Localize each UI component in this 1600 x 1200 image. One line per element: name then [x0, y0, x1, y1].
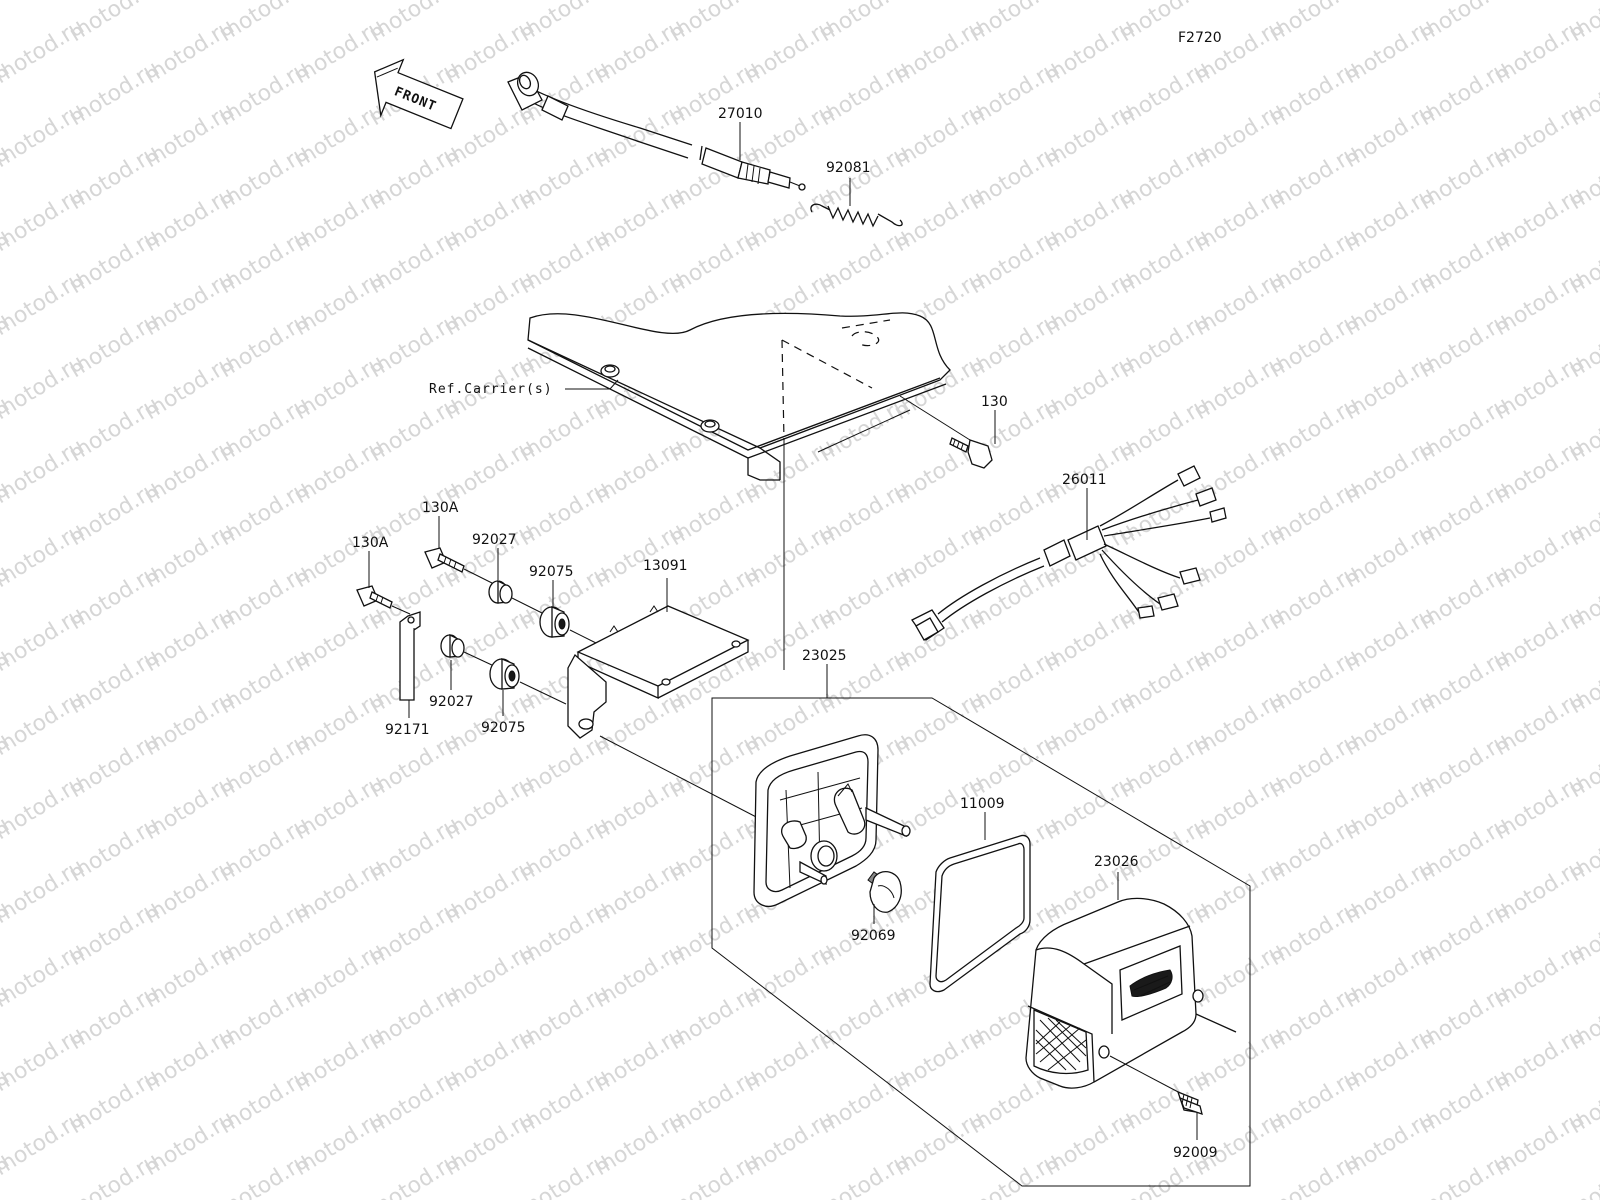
diagram-code: F2720	[1178, 30, 1222, 46]
watermark-text: motod.ru	[140, 0, 239, 5]
bolt-130A-lower	[356, 585, 411, 615]
bracket-13091	[567, 605, 750, 739]
watermark-text: motod.ru	[890, 0, 989, 5]
spring-92081	[810, 203, 903, 228]
watermark-text: motod.ru	[740, 0, 839, 5]
watermark-text: motod.ru	[1415, 1148, 1514, 1200]
part-label-92069: 92069	[851, 928, 896, 944]
part-label-23026: 23026	[1094, 854, 1139, 870]
watermark-text: motod.ru	[1565, 1148, 1600, 1200]
leader-ref-carrier-tip	[609, 379, 619, 390]
part-label-92009: 92009	[1173, 1145, 1218, 1161]
watermark-text: motod.ru	[965, 1148, 1064, 1200]
watermark-text: motod.ru	[590, 0, 689, 5]
watermark-text: motod.ru	[665, 1148, 764, 1200]
part-label-130A-upper: 130A	[422, 500, 459, 516]
watermark-text: motod.ru	[65, 1148, 164, 1200]
damper-92075-lower	[489, 658, 567, 705]
bolt-130	[817, 395, 993, 469]
assembly-box-23025	[711, 697, 1251, 1187]
ref-carrier-label: Ref.Carrier(s)	[429, 382, 553, 397]
part-label-92081: 92081	[826, 160, 871, 176]
part-label-92075-lower: 92075	[481, 720, 526, 736]
bolt-130A-upper	[424, 547, 497, 586]
stop-switch-27010	[507, 71, 806, 191]
part-label-130: 130	[981, 394, 1008, 410]
watermark-text: motod.ru	[1040, 0, 1139, 5]
carrier-plate	[527, 312, 951, 670]
watermark-text: motod.ru	[365, 1148, 464, 1200]
part-label-92075-upper: 92075	[529, 564, 574, 580]
clamp-92171	[399, 611, 421, 701]
watermark-text: motod.ru	[215, 1148, 314, 1200]
part-label-13091: 13091	[643, 558, 688, 574]
watermark-text: motod.ru	[0, 0, 89, 5]
part-label-92027-upper: 92027	[472, 532, 517, 548]
watermark-text: motod.ru	[1190, 0, 1289, 5]
part-label-23025: 23025	[802, 648, 847, 664]
watermark-text: motod.ru	[1265, 1148, 1364, 1200]
tail-light-base	[753, 734, 911, 907]
gasket-11009	[929, 834, 1031, 993]
watermark-text: motod.ru	[815, 1148, 914, 1200]
part-label-92171: 92171	[385, 722, 430, 738]
leader-bracket-to-base	[599, 735, 763, 821]
collar-92027-lower	[440, 633, 495, 667]
watermark-text: motod.ru	[290, 0, 389, 5]
screw-92009	[1109, 1055, 1203, 1115]
part-label-27010: 27010	[718, 106, 763, 122]
watermark-text: motod.ru	[0, 0, 14, 47]
lens-cover-23026	[1025, 897, 1237, 1089]
part-label-11009: 11009	[960, 796, 1005, 812]
part-label-26011: 26011	[1062, 472, 1107, 488]
watermark-text: motod.ru	[515, 1148, 614, 1200]
damper-92075-upper	[539, 606, 601, 646]
harness-26011	[911, 465, 1227, 641]
watermark-text: motod.ru	[1490, 0, 1589, 5]
part-label-92027-lower: 92027	[429, 694, 474, 710]
bulb-92069	[867, 871, 902, 913]
watermark-text: motod.ru	[440, 0, 539, 5]
collar-92027-upper	[488, 579, 545, 615]
watermark-text: motod.ru	[1340, 0, 1439, 5]
part-label-130A-lower: 130A	[352, 535, 389, 551]
